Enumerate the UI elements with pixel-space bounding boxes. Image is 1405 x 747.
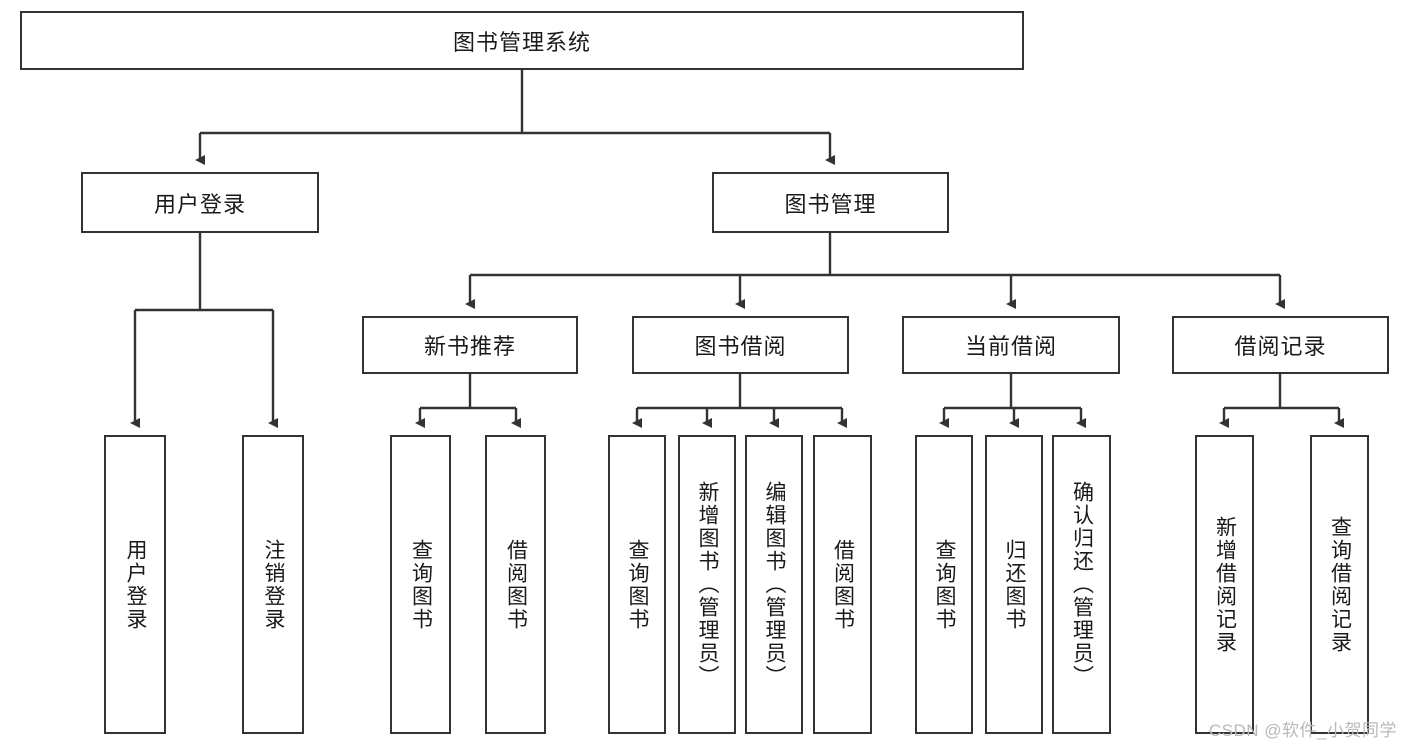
leaf-query-book-borrowing[interactable]: 查询图书 xyxy=(608,435,666,734)
node-label: 归还图书 xyxy=(1003,538,1027,631)
node-label: 新增图书（管理员） xyxy=(696,481,720,688)
node-label: 图书管理 xyxy=(784,191,877,217)
node-label: 用户登录 xyxy=(124,538,148,631)
node-label: 查询图书 xyxy=(409,538,433,631)
leaf-query-book-current[interactable]: 查询图书 xyxy=(915,435,973,734)
node-label: 图书管理系统 xyxy=(452,29,591,55)
leaf-confirm-return-admin[interactable]: 确认归还（管理员） xyxy=(1052,435,1111,734)
watermark: CSDN @软件_小贺同学 xyxy=(1208,721,1397,740)
leaf-logout[interactable]: 注销登录 xyxy=(242,435,304,734)
node-label: 注销登录 xyxy=(262,538,286,631)
node-label: 新书推荐 xyxy=(423,334,516,359)
leaf-borrow-book-borrowing[interactable]: 借阅图书 xyxy=(813,435,872,734)
node-label: 当前借阅 xyxy=(964,334,1057,359)
node-label: 新增借阅记录 xyxy=(1213,515,1237,654)
node-label: 查询图书 xyxy=(933,538,957,631)
node-label: 编辑图书（管理员） xyxy=(763,481,787,688)
node-label: 借阅图书 xyxy=(831,538,855,631)
node-current-borrowing[interactable]: 当前借阅 xyxy=(902,316,1120,374)
node-label: 图书借阅 xyxy=(694,334,787,359)
node-label: 用户登录 xyxy=(153,191,246,217)
leaf-edit-book-admin[interactable]: 编辑图书（管理员） xyxy=(745,435,803,734)
leaf-user-login[interactable]: 用户登录 xyxy=(104,435,166,734)
leaf-borrow-book-recommendation[interactable]: 借阅图书 xyxy=(485,435,546,734)
node-book-borrowing[interactable]: 图书借阅 xyxy=(632,316,849,374)
node-label: 借阅图书 xyxy=(504,538,528,631)
node-borrowing-record[interactable]: 借阅记录 xyxy=(1172,316,1389,374)
node-label: 查询图书 xyxy=(626,538,650,631)
node-label: 借阅记录 xyxy=(1234,334,1327,359)
node-root-book-management-system[interactable]: 图书管理系统 xyxy=(20,11,1024,70)
leaf-add-borrowing-record[interactable]: 新增借阅记录 xyxy=(1195,435,1254,734)
node-label: 查询借阅记录 xyxy=(1328,515,1352,654)
leaf-add-book-admin[interactable]: 新增图书（管理员） xyxy=(678,435,736,734)
leaf-return-book[interactable]: 归还图书 xyxy=(985,435,1043,734)
leaf-query-borrowing-record[interactable]: 查询借阅记录 xyxy=(1310,435,1369,734)
leaf-query-book-recommendation[interactable]: 查询图书 xyxy=(390,435,451,734)
node-label: 确认归还（管理员） xyxy=(1070,481,1094,688)
node-new-book-recommendation[interactable]: 新书推荐 xyxy=(362,316,578,374)
node-book-management[interactable]: 图书管理 xyxy=(712,172,949,233)
node-user-login[interactable]: 用户登录 xyxy=(81,172,319,233)
